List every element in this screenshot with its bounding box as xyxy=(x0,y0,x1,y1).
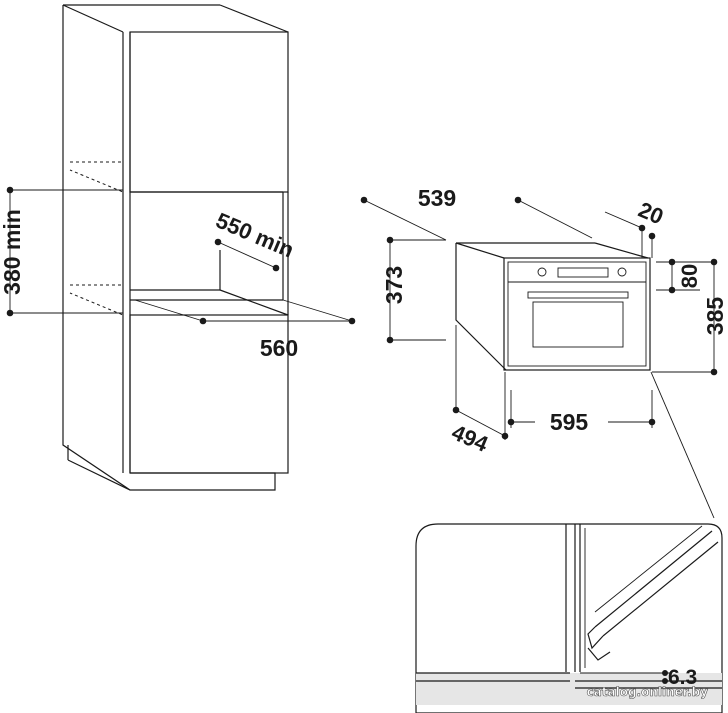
door-thickness-label: 20 xyxy=(635,197,667,230)
oven-depth-label: 539 xyxy=(418,185,456,211)
oven-width-label: 595 xyxy=(550,409,589,435)
oven-height-dimension: 385 xyxy=(652,258,728,376)
niche-depth-dimension: 550 min xyxy=(212,208,298,272)
niche-depth-label: 550 min xyxy=(212,208,297,263)
tall-cabinet xyxy=(62,4,289,491)
oven-depth-bottom-label: 494 xyxy=(448,419,492,457)
oven-depth-bottom-dimension: 494 xyxy=(448,325,509,457)
oven-height-label: 385 xyxy=(702,297,728,336)
oven-body xyxy=(455,242,651,371)
gap-label: 6.3 xyxy=(668,666,697,689)
oven-depth-dimension: 539 xyxy=(360,185,593,241)
niche-height-dimension: 380 min xyxy=(0,186,123,317)
panel-height-label: 80 xyxy=(677,264,702,288)
watermark: catalog.onliner.by xyxy=(587,685,709,699)
detail-inset: 6.3 catalog.onliner.by xyxy=(415,523,723,713)
oven-width-dimension: 595 xyxy=(507,390,656,435)
front-height-label: 373 xyxy=(381,266,407,304)
detail-leader-line xyxy=(650,371,715,519)
niche-height-label: 380 min xyxy=(0,209,25,295)
niche-width-dimension: 560 xyxy=(134,299,356,361)
niche-width-label: 560 xyxy=(260,335,298,361)
front-height-dimension: 373 xyxy=(381,236,446,344)
panel-height-dimension: 80 xyxy=(656,258,714,294)
